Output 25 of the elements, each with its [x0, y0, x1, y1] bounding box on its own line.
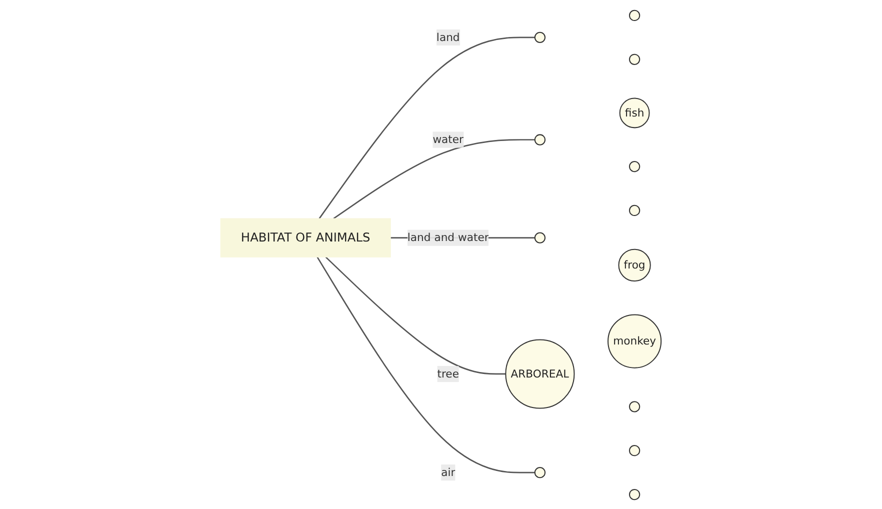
connector	[318, 36, 536, 218]
node-circle: ARBOREAL	[505, 338, 575, 408]
node-box: HABITAT OF ANIMALS	[220, 218, 391, 257]
connector	[333, 138, 536, 219]
connector	[316, 256, 536, 473]
edge-label: land	[436, 30, 460, 44]
node-circle: monkey	[608, 314, 662, 368]
edge-label: air	[441, 465, 456, 478]
node-circle: frog	[618, 248, 651, 281]
connector	[325, 256, 506, 374]
node-circle	[534, 466, 546, 478]
node-circle	[629, 444, 640, 456]
node-circle	[534, 134, 546, 145]
node-circle	[629, 53, 640, 64]
node-circle	[629, 488, 640, 500]
node-circle	[629, 160, 640, 172]
edge-label: land and water	[408, 230, 489, 244]
node-circle	[629, 204, 640, 216]
node-circle	[534, 232, 546, 243]
edge-label: tree	[437, 366, 460, 380]
node-circle	[629, 400, 640, 412]
node-circle	[534, 31, 546, 43]
node-circle	[629, 9, 640, 21]
node-circle: fish	[619, 97, 650, 128]
edge-label: water	[432, 132, 464, 146]
